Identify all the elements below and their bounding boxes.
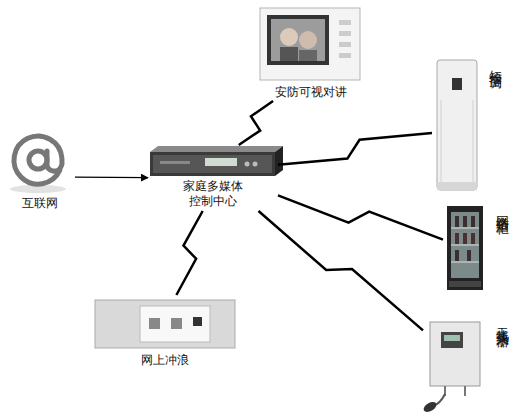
wireless-link — [239, 101, 273, 145]
ac-groove — [441, 100, 442, 182]
shelf — [451, 228, 479, 229]
internet-symbol — [10, 136, 66, 193]
node-label: 家庭多媒体 控制中心 — [180, 179, 246, 209]
socket — [149, 318, 160, 329]
device-node: 家庭多媒体 控制中心 — [148, 145, 278, 211]
heater-body — [430, 322, 480, 386]
figure — [280, 47, 298, 61]
device-top — [150, 146, 283, 152]
wall-socket-panel — [95, 300, 235, 348]
heater-panel — [441, 332, 463, 348]
ac-body — [437, 60, 477, 190]
intercom-body — [260, 8, 360, 80]
node-label: 互联网 — [5, 196, 75, 211]
air-conditioner — [437, 60, 477, 190]
socket — [171, 318, 182, 329]
bottle — [471, 216, 475, 227]
shelf — [451, 245, 479, 246]
node-label: 安防可视对讲 — [258, 85, 363, 100]
wireless-link — [278, 133, 432, 165]
device-node: 无线热水器 — [423, 315, 513, 411]
wireless-link — [258, 211, 423, 330]
device-node: 安防可视对讲 — [258, 5, 363, 101]
media-center-device — [150, 146, 283, 176]
node-label: 网上冲浪 — [92, 353, 237, 368]
face — [280, 28, 298, 46]
intercom-button — [339, 20, 351, 25]
device-display — [205, 158, 237, 166]
pipe — [464, 386, 466, 396]
bottle — [467, 250, 471, 261]
cabinet-base — [449, 281, 481, 287]
socket — [193, 317, 202, 326]
bottle — [463, 233, 467, 244]
device-node: 网上冲浪 — [92, 295, 237, 371]
ac-base — [437, 182, 477, 190]
bottle — [455, 250, 459, 261]
intercom-screen — [271, 19, 325, 61]
bottle — [455, 233, 459, 244]
bottle — [455, 216, 459, 227]
face — [299, 31, 317, 49]
ac-panel — [452, 78, 462, 90]
at-outer-stroke — [14, 136, 62, 184]
node-label: 无线热水器 — [495, 317, 509, 327]
heater-display — [444, 335, 460, 341]
bottle — [463, 216, 467, 227]
intercom-button — [339, 42, 351, 47]
node-label: 网络酒柜 — [495, 205, 509, 213]
figure — [299, 50, 317, 61]
cabinet-glass — [451, 212, 479, 278]
ac-groove — [473, 100, 474, 182]
at-inner-ring — [29, 151, 47, 169]
device-side — [275, 146, 283, 176]
device-body — [150, 152, 275, 176]
device-node: 网络酒柜 — [443, 203, 513, 295]
panel-back — [95, 300, 235, 348]
device-button — [253, 162, 258, 167]
node-label: 短信空调 — [488, 60, 502, 68]
intercom-button — [339, 53, 351, 58]
bottle — [471, 233, 475, 244]
intercom-screen-frame — [267, 15, 329, 65]
water-heater — [422, 322, 480, 414]
wine-cabinet — [447, 206, 483, 290]
shower-head — [422, 400, 438, 414]
device-node: 互联网 — [5, 138, 75, 216]
device-node: 短信空调 — [432, 58, 506, 193]
wireless-link — [176, 211, 202, 295]
device-slot — [160, 161, 190, 164]
socket-plate — [140, 306, 210, 342]
wireless-link — [278, 195, 443, 239]
shelf — [451, 262, 479, 263]
cabinet-frame — [447, 206, 483, 290]
device-button — [245, 162, 250, 167]
data-arrow — [75, 177, 148, 179]
intercom-button — [339, 31, 351, 36]
video-intercom — [260, 8, 360, 80]
device-front — [153, 155, 272, 173]
